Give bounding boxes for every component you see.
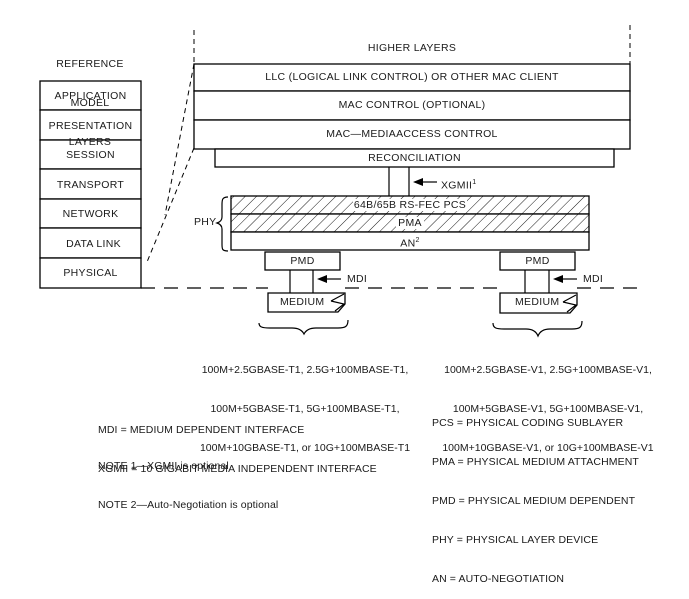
pma-label: PMA [231,217,589,230]
left-pmd-box [264,251,341,271]
right-variant-line-3: 100M+10GBASE-V1, or 10G+100MBASE-V1 [442,442,654,454]
phy-label: PHY [194,216,217,228]
right-medium-lightning-icon [562,294,578,313]
osi-layer-datalink: DATA LINK [66,238,121,250]
reconciliation-box [214,148,615,168]
xgmii-note-ref: 1 [472,179,477,186]
right-pmd-box [499,251,576,271]
left-pmd-label: PMD [290,255,315,267]
heading-line-1: REFERENCE [56,58,124,70]
reconciliation-label: RECONCILIATION [368,152,461,164]
legend-an: AN = AUTO-NEGOTIATION [432,573,565,585]
an-text: AN [400,237,416,250]
legend-pma: PMA = PHYSICAL MEDIUM ATTACHMENT [432,456,639,468]
osi-layer-physical-box [39,257,142,289]
left-variants: 100M+2.5GBASE-T1, 2.5G+100MBASE-T1, 100M… [185,338,425,468]
xgmii-label: XGMII1 [441,176,476,193]
right-variant-line-2: 100M+5GBASE-V1, 5G+100MBASE-V1, [452,403,644,415]
osi-layer-session: SESSION [66,149,115,161]
left-mdi-arrow-icon [317,275,327,283]
right-mdi-label: MDI [583,273,604,285]
legend-mdi: MDI = MEDIUM DEPENDENT INTERFACE [98,424,305,436]
mapping-line-datalink-top [164,63,195,216]
pcs-label: 64B/65B RS-FEC PCS [231,199,589,212]
left-medium-lightning-icon [330,293,346,312]
reference-model-heading: REFERENCE MODEL LAYERS [30,32,150,162]
xgmii-arrow-icon [413,178,423,186]
note-2: NOTE 2—Auto-Negotiation is optional [98,499,279,511]
note-1: NOTE 1—XGMII is optional [98,460,229,472]
left-medium-label: MEDIUM [280,296,325,308]
left-variant-line-3: 100M+10GBASE-T1, or 10G+100MBASE-T1 [199,442,411,454]
legend-right: PCS = PHYSICAL CODING SUBLAYER PMA = PHY… [432,391,639,599]
right-mdi-arrow-icon [553,275,563,283]
right-variant-line-1: 100M+2.5GBASE-V1, 2.5G+100MBASE-V1, [444,364,652,376]
osi-layer-application-box [39,80,142,111]
left-variant-line-2: 100M+5GBASE-T1, 5G+100MBASE-T1, [210,403,400,415]
legend-notes: NOTE 1—XGMII is optional NOTE 2—Auto-Neg… [98,434,278,525]
osi-layer-transport: TRANSPORT [56,179,125,191]
left-mdi-label: MDI [347,273,368,285]
legend-pcs: PCS = PHYSICAL CODING SUBLAYER [432,417,624,429]
pcs-text: 64B/65B RS-FEC PCS [352,199,468,211]
mapping-line-datalink-bottom [146,147,195,263]
llc-label: LLC (LOGICAL LINK CONTROL) OR OTHER MAC … [265,71,559,83]
xgmii-text: XGMII [441,179,473,192]
mac-label: MAC—MEDIAACCESS CONTROL [326,128,498,140]
an-box [230,231,590,251]
left-variants-brace-icon [258,319,349,336]
an-label: AN2 [231,234,589,251]
heading-line-3: LAYERS [68,136,112,148]
osi-layer-physical: PHYSICAL [63,267,118,279]
phy-brace-icon [215,196,229,252]
osi-layer-datalink-box [39,227,142,259]
osi-layer-transport-box [39,168,142,200]
left-medium-box [267,292,346,313]
right-medium-box [499,292,578,314]
right-pmd-label: PMD [525,255,550,267]
osi-layer-network: NETWORK [62,208,119,220]
right-variants: 100M+2.5GBASE-V1, 2.5G+100MBASE-V1, 100M… [423,338,673,468]
left-variant-line-1: 100M+2.5GBASE-T1, 2.5G+100MBASE-T1, [201,364,409,376]
osi-layer-presentation: PRESENTATION [48,120,133,132]
right-medium-label: MEDIUM [515,296,560,308]
osi-layer-application: APPLICATION [54,90,127,102]
legend-pmd: PMD = PHYSICAL MEDIUM DEPENDENT [432,495,636,507]
heading-line-2: MODEL [70,97,110,109]
legend-phy: PHY = PHYSICAL LAYER DEVICE [432,534,599,546]
higher-layers-label: HIGHER LAYERS [367,42,457,54]
mac-control-label: MAC CONTROL (OPTIONAL) [338,99,486,111]
an-note-ref: 2 [415,237,420,244]
osi-stack [39,80,142,289]
right-variants-brace-icon [492,320,583,338]
osi-layer-presentation-box [39,109,142,141]
diagram-canvas [39,25,640,338]
pma-text: PMA [396,217,424,229]
